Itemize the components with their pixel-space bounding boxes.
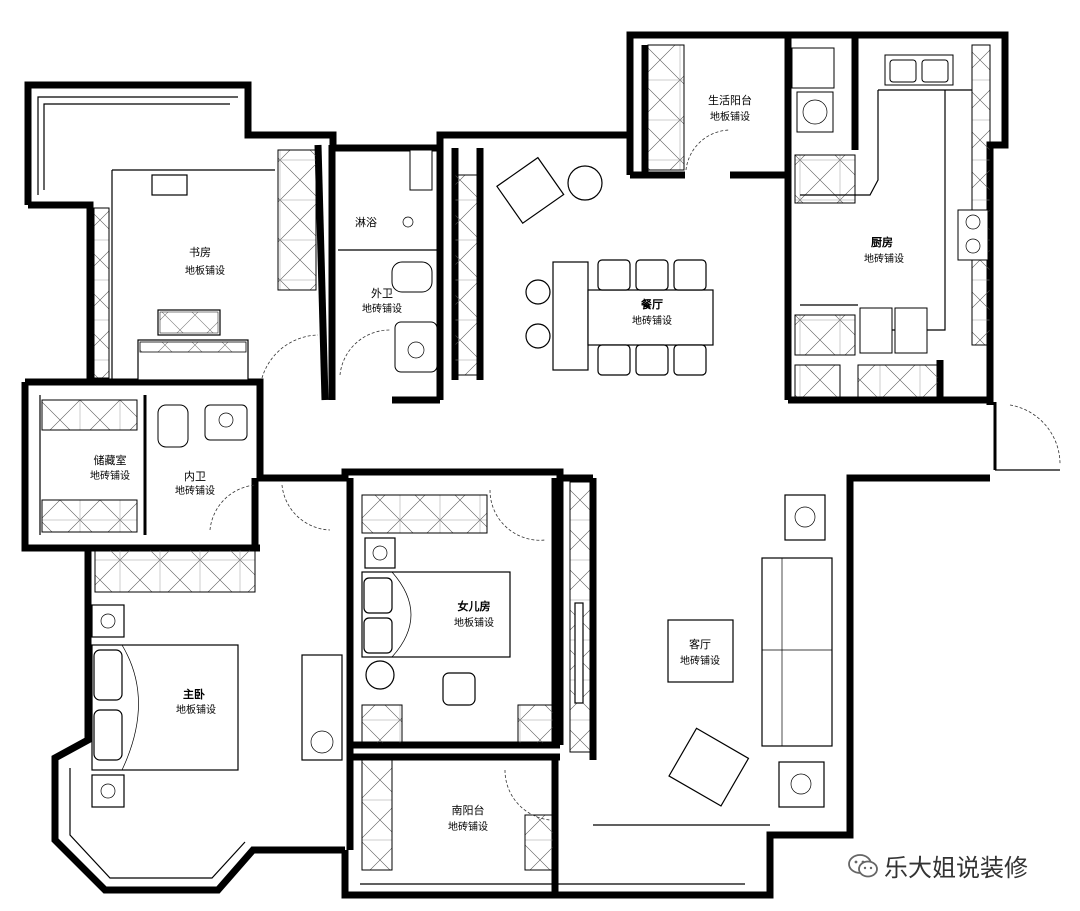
room-label-living: 客厅 地砖铺设 <box>680 637 720 667</box>
room-name: 外卫 <box>371 287 393 300</box>
room-floor: 地砖铺设 <box>175 484 215 497</box>
room-name: 南阳台 <box>452 803 485 817</box>
guest-bath-fixtures <box>338 149 438 373</box>
room-name: 生活阳台 <box>708 93 752 107</box>
study-furniture <box>111 169 275 382</box>
room-floor: 地砖铺设 <box>448 820 488 833</box>
inner-bath-fixtures <box>157 404 248 448</box>
room-name: 淋浴 <box>355 216 377 229</box>
room-label-shower: 淋浴 <box>355 216 377 229</box>
watermark: 乐大姐说装修 <box>848 848 1028 883</box>
room-floor: 地砖铺设 <box>90 469 130 482</box>
room-name: 女儿房 <box>458 599 491 613</box>
room-label-master-bedroom: 主卧 地板铺设 <box>176 687 216 716</box>
room-floor: 地砖铺设 <box>632 314 672 327</box>
room-floor: 地砖铺设 <box>362 302 402 315</box>
room-label-south-balcony: 南阳台 地砖铺设 <box>448 803 488 833</box>
room-floor: 地砖铺设 <box>680 654 720 667</box>
room-floor: 地板铺设 <box>176 703 216 716</box>
exterior-walls <box>21 31 1009 899</box>
master-bed <box>91 604 334 808</box>
room-floor: 地板铺设 <box>710 110 750 123</box>
room-name: 餐厅 <box>640 297 663 311</box>
room-label-service-balcony: 生活阳台 地板铺设 <box>708 93 752 123</box>
room-label-storage: 储藏室 地砖铺设 <box>90 453 130 482</box>
room-name: 客厅 <box>689 637 711 651</box>
room-floor: 地板铺设 <box>454 616 494 629</box>
room-label-daughter-room: 女儿房 地板铺设 <box>454 599 494 629</box>
room-label-dining: 餐厅 地砖铺设 <box>632 297 672 327</box>
room-label-kitchen: 厨房 地砖铺设 <box>864 235 904 265</box>
room-floor: 地板铺设 <box>185 264 225 277</box>
room-name: 主卧 <box>183 687 205 701</box>
room-label-guest-bath: 外卫 地砖铺设 <box>362 287 402 315</box>
room-floor: 地砖铺设 <box>864 252 904 265</box>
dining-furniture <box>496 156 714 376</box>
room-label-inner-bath: 内卫 地砖铺设 <box>175 469 215 497</box>
room-label-study: 书房 地板铺设 <box>185 246 225 277</box>
room-name: 书房 <box>189 246 211 259</box>
interior-walls <box>90 35 990 895</box>
daughter-bed <box>361 537 584 706</box>
room-name: 储藏室 <box>94 453 127 467</box>
room-name: 内卫 <box>184 469 206 483</box>
watermark-text: 乐大姐说装修 <box>884 854 1028 882</box>
living-furniture <box>593 494 833 826</box>
wechat-icon <box>848 853 878 877</box>
room-name: 厨房 <box>871 235 893 249</box>
door-swings <box>209 129 1061 821</box>
kitchen-fixtures <box>791 47 989 354</box>
